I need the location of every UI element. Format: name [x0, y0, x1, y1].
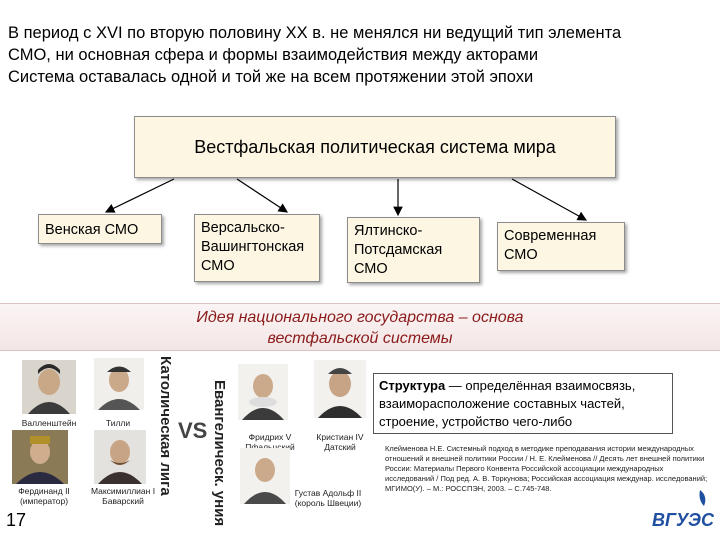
modern-line-2: СМО [504, 247, 538, 263]
maximilian-caption: Максимиллиан I Баварский [86, 486, 160, 506]
modern-system-box: Современная СМО [497, 222, 625, 271]
yalta-line-3: СМО [354, 261, 388, 277]
university-logo: ВГУЭС [652, 490, 714, 530]
evangelical-union-label: Евангелическ. уния [211, 380, 228, 527]
maximilian-portrait [94, 430, 146, 484]
reference-text: Клейменова Н.Е. Системный подход в метод… [385, 444, 708, 493]
structure-definition-text: — определённая взаимосвязь, взаимораспол… [379, 378, 636, 429]
ferdinand-caption-1: Фердинанд II [18, 486, 70, 496]
modern-line-1: Современная [504, 228, 597, 244]
versailles-line-2: Вашингтонская [201, 239, 305, 255]
versailles-line-3: СМО [201, 258, 235, 274]
ferdinand-caption: Фердинанд II (император) [4, 486, 84, 506]
intro-line-2: СМО, ни основная сфера и формы взаимодей… [8, 46, 539, 64]
idea-banner: Идея национального государства – основа … [0, 303, 720, 351]
westphalian-system-label: Вестфальская политическая система мира [194, 136, 556, 157]
versailles-system-box: Версальско- Вашингтонская СМО [194, 214, 320, 282]
christian-caption-2: Датский [324, 442, 356, 452]
gustav-caption: Густав Адольф II (король Швеции) [286, 488, 370, 508]
ferdinand-portrait [12, 430, 68, 484]
structure-term: Структура [379, 378, 446, 393]
christian-caption: Кристиан IV Датский [310, 432, 370, 452]
vienna-system-box: Венская СМО [38, 214, 162, 244]
christian-portrait [314, 360, 366, 418]
vs-label: VS [178, 418, 208, 443]
wallenstein-portrait [22, 360, 76, 414]
gustav-caption-1: Густав Адольф II [294, 488, 362, 498]
arrow-to-vienna [104, 178, 175, 213]
vienna-line-1: Венская СМО [45, 222, 139, 238]
maximilian-caption-2: Баварский [102, 496, 144, 506]
intro-line-1: В период с XVI по вторую половину XX в. … [8, 24, 622, 42]
friedrich-caption-2: Пфальцский [245, 442, 295, 452]
intro-text: В период с XVI по вторую половину XX в. … [8, 22, 708, 88]
logo-text: ВГУЭС [652, 510, 714, 530]
intro-line-3: Система оставалась одной и той же на все… [8, 68, 534, 86]
versailles-line-1: Версальско- [201, 220, 285, 236]
idea-line-2: вестфальской системы [267, 330, 453, 347]
arrow-to-modern [511, 178, 588, 221]
westphalian-system-box: Вестфальская политическая система мира [134, 116, 616, 178]
page-number: 17 [6, 510, 27, 530]
friedrich-caption: Фридрих V Пфальцский [240, 432, 300, 452]
yalta-system-box: Ялтинско- Потсдамская СМО [347, 217, 480, 283]
friedrich-caption-1: Фридрих V [248, 432, 292, 442]
christian-caption-1: Кристиан IV [316, 432, 364, 442]
idea-line-1: Идея национального государства – основа [196, 309, 524, 326]
wallenstein-caption: Валленштейн [21, 418, 77, 428]
maximilian-caption-1: Максимиллиан I [90, 486, 156, 496]
yalta-line-2: Потсдамская [354, 242, 443, 258]
ferdinand-caption-2: (император) [19, 496, 69, 506]
arrow-to-versailles [236, 178, 289, 213]
yalta-line-1: Ялтинско- [354, 223, 423, 239]
friedrich-portrait [238, 364, 288, 420]
catholic-league-label: Католическая лига [157, 356, 174, 496]
tilly-portrait [94, 358, 144, 410]
gustav-portrait [240, 448, 290, 504]
gustav-caption-2: (король Швеции) [294, 498, 362, 508]
structure-definition-box: Структура — определённая взаимосвязь, вз… [373, 373, 673, 434]
tilly-caption: Тилли [105, 418, 131, 428]
